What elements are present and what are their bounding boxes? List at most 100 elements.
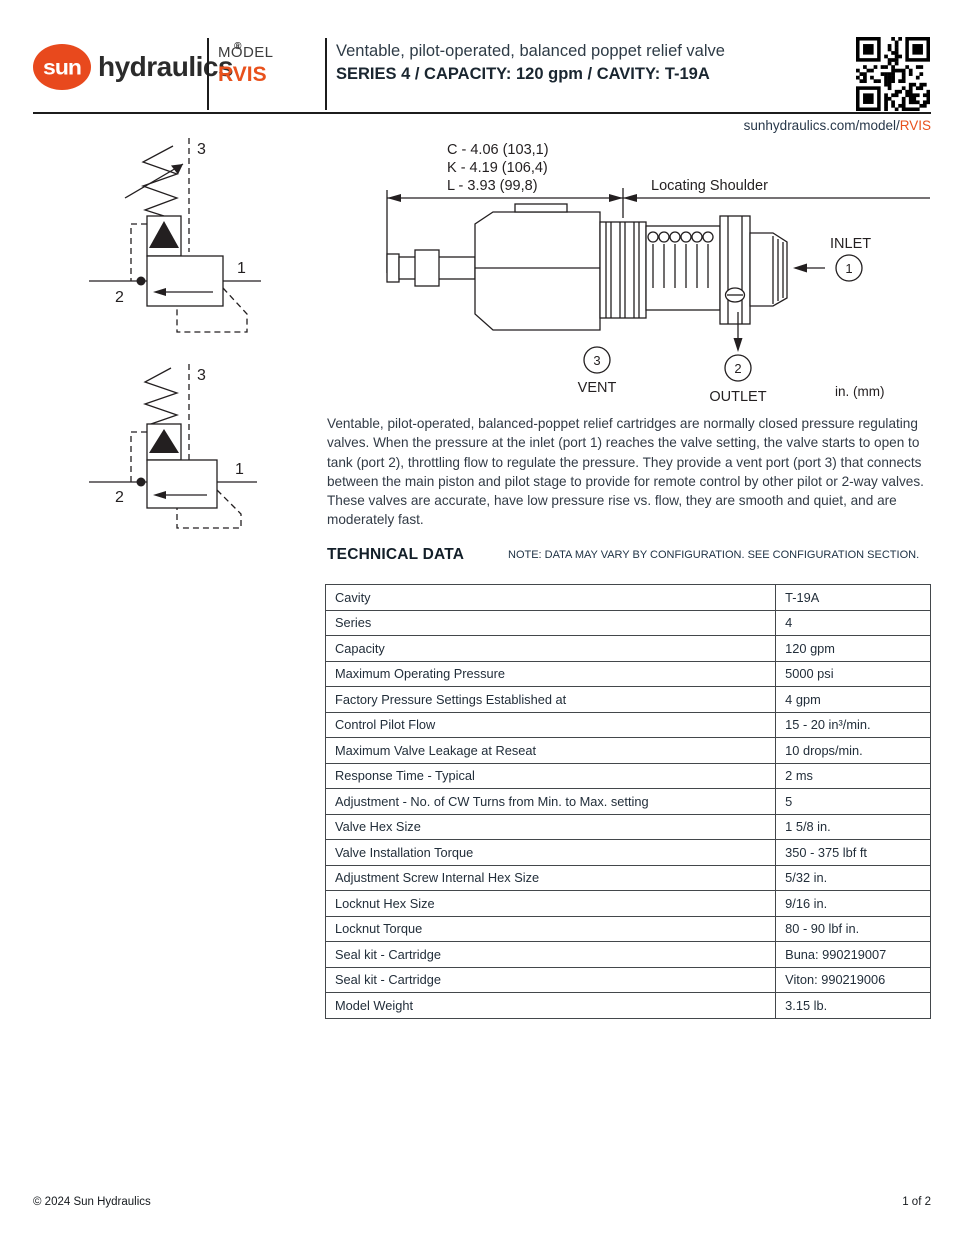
spec-value: 4 gpm [775,686,931,713]
product-description: Ventable, pilot-operated, balanced-poppe… [327,416,924,528]
spec-value: 15 - 20 in³/min. [775,711,931,738]
product-title: Ventable, pilot-operated, balanced poppe… [336,42,725,60]
dim-arrowhead-right-icon [609,194,623,202]
inlet-port-circle [835,254,863,282]
spec-value: Viton: 990219006 [775,966,931,993]
port2-junction-dot [136,477,146,487]
model-label: MODEL [218,44,274,61]
cap-top-detail [514,203,568,213]
spec-label: Seal kit - Cartridge [324,941,777,968]
spec-value: 120 gpm [775,635,931,662]
cap-body [474,211,601,331]
rib-lines [605,222,640,318]
spec-label: Model Weight [324,992,777,1019]
symbol2-port3-label: 3 [197,367,206,384]
technical-data-note: NOTE: DATA MAY VARY BY CONFIGURATION. SE… [508,549,920,561]
product-subtitle: SERIES 4 / CAPACITY: 120 gpm / CAVITY: T… [336,65,710,83]
locating-shoulder-label: Locating Shoulder [651,178,768,194]
spec-label: Locknut Torque [324,915,777,942]
dim-k-label: K - 4.19 (106,4) [447,160,548,176]
spring-coils [647,231,714,288]
header-divider-1 [207,38,209,110]
spec-value: 1 5/8 in. [775,813,931,840]
spec-value: Buna: 990219007 [775,941,931,968]
logo-hydraulics-text: hydraulics® [98,41,241,82]
port2-junction-dot [136,276,146,286]
spec-label: Series [324,609,777,636]
outlet-port-number: 2 [734,361,741,376]
poppet-triangle-icon [149,429,179,453]
technical-data-heading: TECHNICAL DATA [327,546,465,563]
page-number: 1 of 2 [902,1196,931,1208]
table-row: Factory Pressure Settings Established at… [324,686,931,713]
spec-label: Capacity [324,635,777,662]
spec-label: Adjustment Screw Internal Hex Size [324,864,777,891]
spec-label: Valve Installation Torque [324,839,777,866]
shoulder-hex-section [719,215,751,325]
adjustment-arrow [124,163,184,199]
qr-code [856,37,930,111]
flow-arrowhead-icon [153,491,166,499]
inlet-port-number: 1 [845,261,852,276]
outlet-arrowhead-icon [733,338,743,352]
adjustment-arrowhead-icon [171,164,183,175]
vent-port-number: 3 [593,353,600,368]
locknut [414,249,440,287]
units-note: in. (mm) [835,384,885,399]
spring-icon [143,367,179,429]
spec-label: Valve Hex Size [324,813,777,840]
spec-label: Response Time - Typical [324,762,777,789]
drain-line [176,287,248,333]
spec-value: 4 [775,609,931,636]
vent-port-circle [583,346,611,374]
spec-value: 80 - 90 lbf in. [775,915,931,942]
pilot-sense-line [130,431,147,482]
registered-mark: ® [234,41,241,52]
spec-value: T-19A [775,584,931,611]
header-rule [33,112,931,114]
inlet-label: INLET [830,236,871,252]
spec-value: 9/16 in. [775,890,931,917]
sun-hydraulics-logo: sun hydraulics® [33,41,241,90]
spec-label: Locknut Hex Size [324,890,777,917]
outlet-port-circle [724,354,752,382]
table-row: Adjustment - No. of CW Turns from Min. t… [324,788,931,815]
spec-label: Seal kit - Cartridge [324,966,777,993]
outlet-label: OUTLET [709,389,766,405]
header-divider-2 [325,38,327,110]
spec-label: Maximum Operating Pressure [324,660,777,687]
spring-icon [141,145,179,217]
spec-label: Adjustment - No. of CW Turns from Min. t… [324,788,777,815]
flow-arrowhead-icon [153,288,166,296]
spec-value: 10 drops/min. [775,737,931,764]
spec-value: 5/32 in. [775,864,931,891]
thread-hatch [772,236,784,304]
sun-logo-circle-icon: sun [33,44,91,90]
dim-c-label: C - 4.06 (103,1) [447,142,549,158]
spec-label: Factory Pressure Settings Established at [324,686,777,713]
spec-value: 2 ms [775,762,931,789]
poppet-triangle-icon [149,221,179,248]
rib-section [599,221,647,319]
main-stage-box [146,459,218,509]
spec-label: Control Pilot Flow [324,711,777,738]
symbol2-port1-label: 1 [235,461,244,478]
copyright-text: © 2024 Sun Hydraulics [33,1196,151,1208]
model-url-link[interactable]: sunhydraulics.com/model/RVIS [744,118,931,133]
outlet-slot-icon [724,287,746,303]
url-prefix: sunhydraulics.com/model/ [743,118,900,133]
adjust-screw-tip [386,253,400,283]
spec-label: Maximum Valve Leakage at Reseat [324,737,777,764]
